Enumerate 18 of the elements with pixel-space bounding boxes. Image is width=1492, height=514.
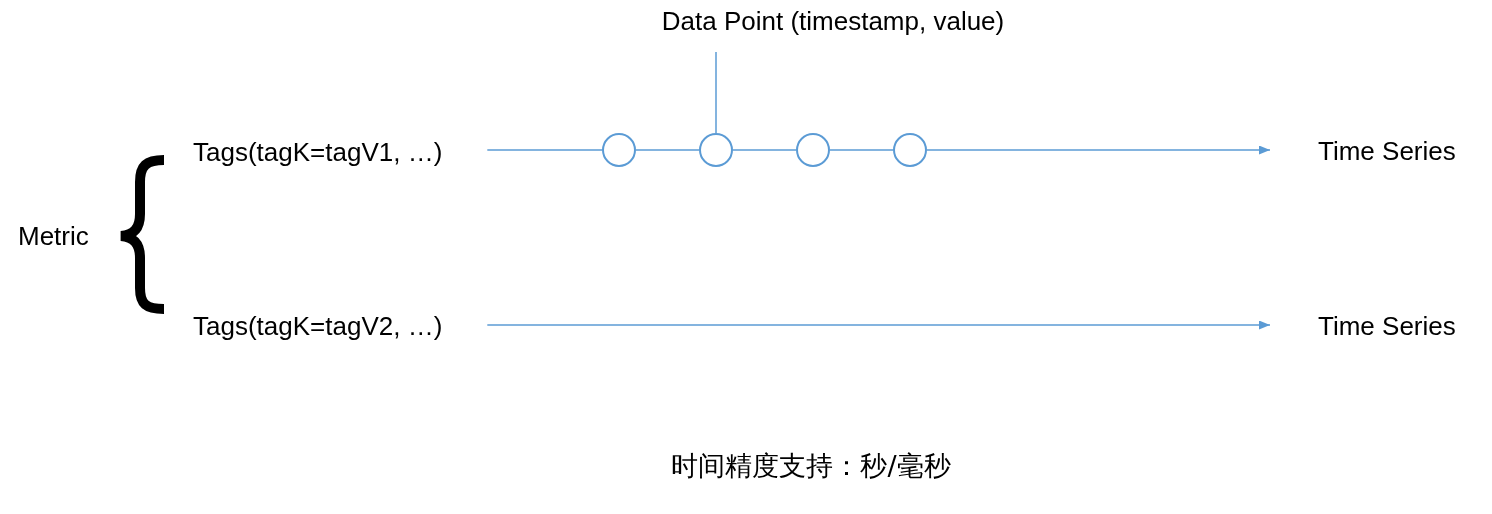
tag-set-label: Tags(tagK=tagV1, …) <box>193 136 443 168</box>
timeline-line <box>486 149 603 151</box>
timeline-line <box>635 149 700 151</box>
note-text: 时间精度支持：秒/毫秒 <box>671 450 951 482</box>
leader-line <box>715 51 717 134</box>
data-point-circle <box>796 133 830 167</box>
metric-label: Metric <box>18 220 89 252</box>
data-point-circle <box>602 133 636 167</box>
callout-label: Data Point (timestamp, value) <box>661 5 1005 37</box>
data-point-circle <box>893 133 927 167</box>
tag-set-label: Tags(tagK=tagV2, …) <box>193 310 443 342</box>
series-label: Time Series <box>1318 310 1456 342</box>
timeline-line <box>829 149 894 151</box>
timeline-line <box>732 149 797 151</box>
timeline-arrow <box>486 320 1271 330</box>
series-label: Time Series <box>1318 135 1456 167</box>
timeline-arrow <box>926 145 1271 155</box>
data-point-circle <box>699 133 733 167</box>
